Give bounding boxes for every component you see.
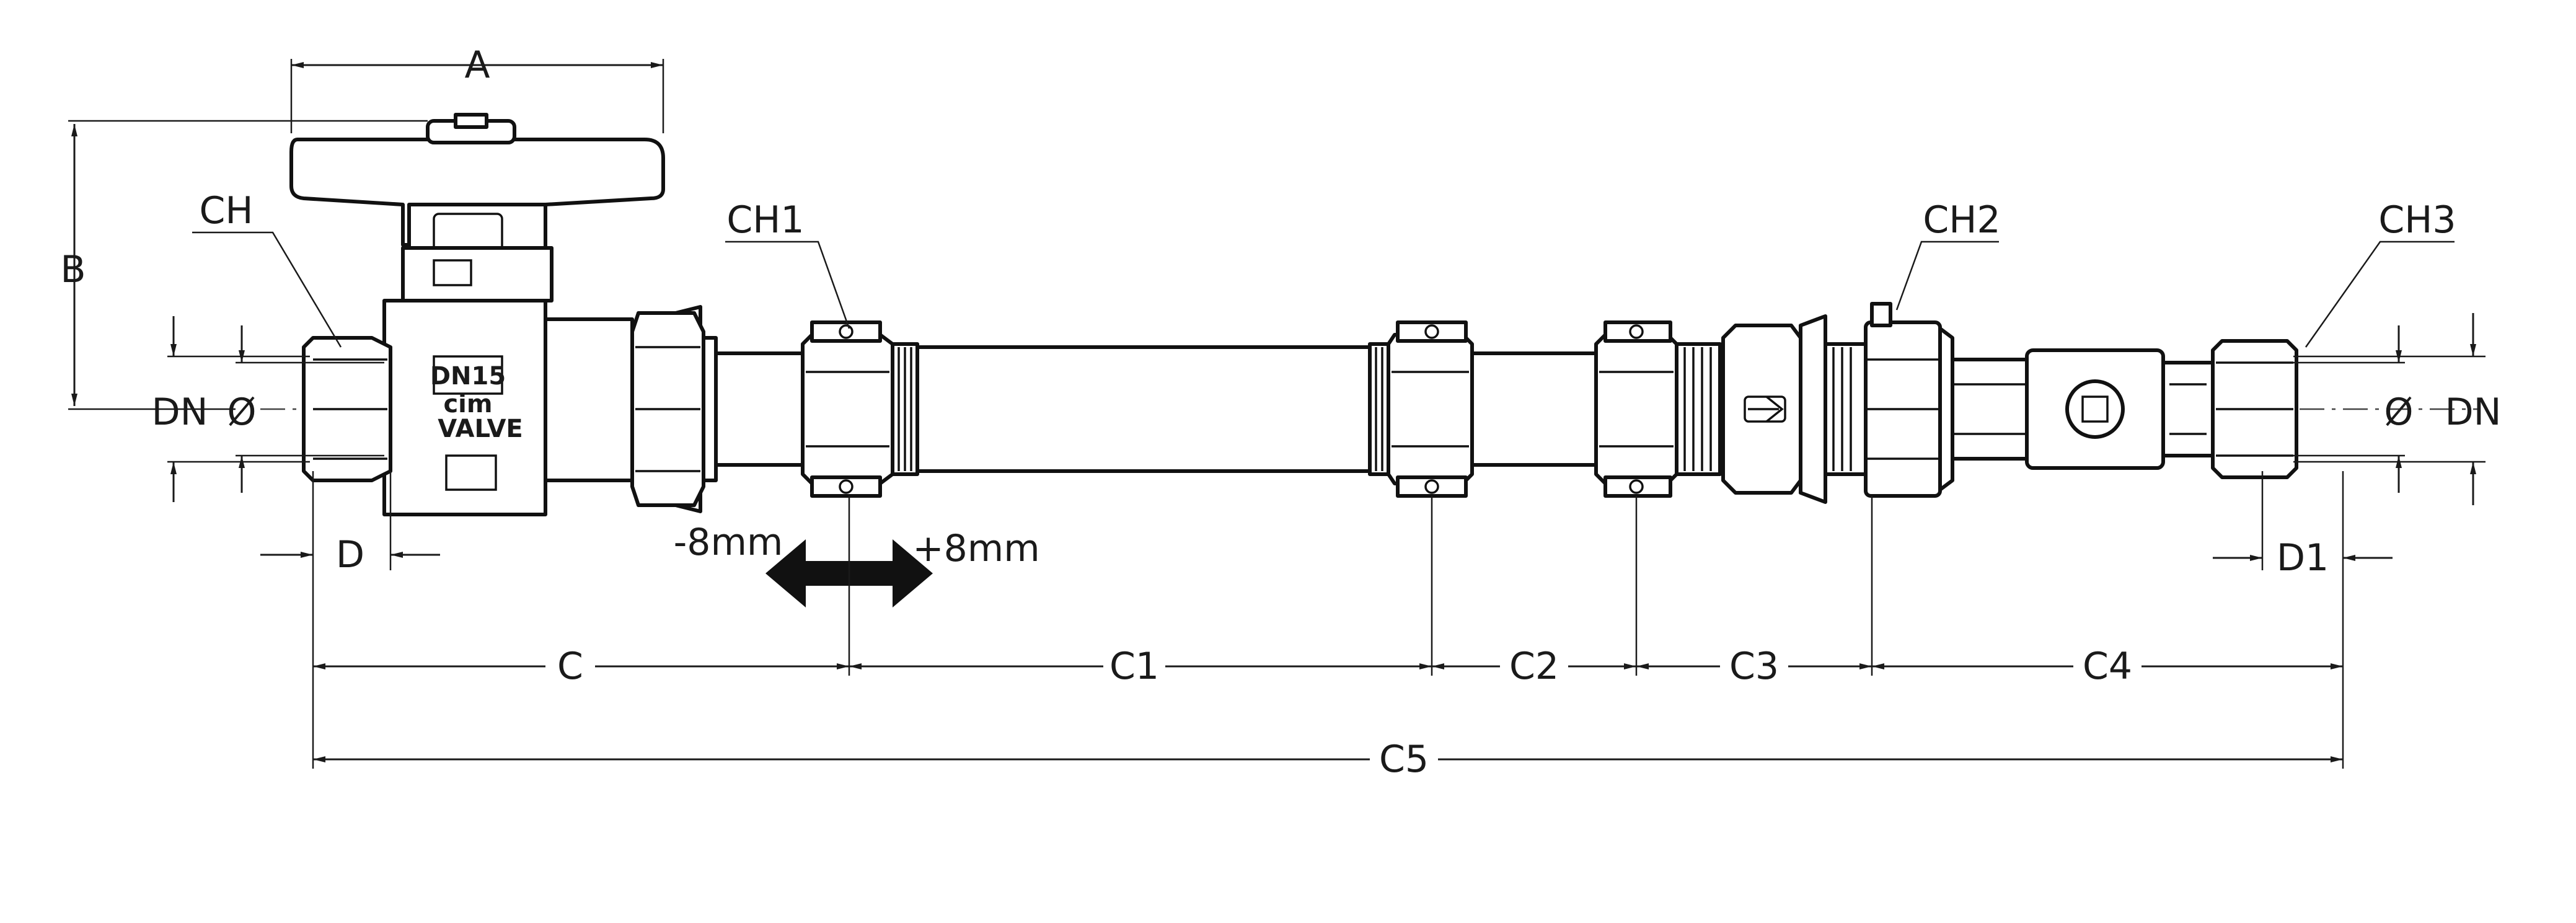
size-marking-box (433, 355, 503, 395)
label-minus-8mm: -8mm (674, 521, 783, 564)
label-A: A (464, 43, 490, 87)
label-diameter-left: Ø (227, 391, 256, 434)
valve-brand-text: cim (443, 390, 492, 418)
label-DN-right: DN (2445, 391, 2501, 434)
hex-socket-icon (2081, 395, 2109, 423)
handle-top-nut (454, 113, 488, 129)
valve-body-end (544, 317, 634, 482)
leader-CH (192, 231, 342, 348)
label-C2: C2 (1509, 645, 1559, 688)
label-CH2: CH2 (1923, 198, 2000, 242)
flow-arrow-icon (1748, 395, 1784, 423)
label-plus-8mm: +8mm (912, 527, 1039, 570)
leader-CH1 (725, 241, 850, 329)
label-B: B (60, 248, 86, 291)
leader-CH2 (1895, 241, 1999, 311)
stem-collar (401, 246, 554, 303)
label-C4: C4 (2083, 645, 2132, 688)
valve-size-text: DN15 (430, 362, 506, 391)
pipe-section-long (915, 345, 1372, 473)
label-CH1: CH1 (726, 198, 804, 242)
label-CH3: CH3 (2378, 198, 2456, 242)
label-C1: C1 (1109, 645, 1159, 688)
compression-fitting-1 (801, 320, 919, 498)
body-window (445, 454, 497, 491)
stub-pipe (1951, 358, 2029, 461)
ball-valve: DN15 cim VALVE (289, 113, 718, 516)
check-valve (1721, 314, 1868, 504)
stem-detail (433, 259, 472, 286)
label-C5: C5 (1379, 738, 1429, 781)
end-valve (2025, 339, 2298, 479)
label-D: D (336, 533, 364, 576)
union-nut-ch2 (1864, 302, 1954, 498)
drain-plug (2065, 379, 2125, 439)
compression-fitting-2 (1594, 320, 1722, 498)
compression-fitting-mid (1368, 320, 1474, 498)
label-diameter-right: Ø (2384, 391, 2413, 434)
label-CH: CH (199, 189, 253, 232)
label-D1: D1 (2277, 536, 2329, 580)
valve-word-text: VALVE (438, 415, 523, 443)
pipe-section-2 (1470, 351, 1598, 467)
label-C: C (557, 645, 583, 688)
leader-CH3 (2305, 241, 2455, 348)
label-C3: C3 (1729, 645, 1779, 688)
label-DN-left: DN (151, 391, 208, 434)
